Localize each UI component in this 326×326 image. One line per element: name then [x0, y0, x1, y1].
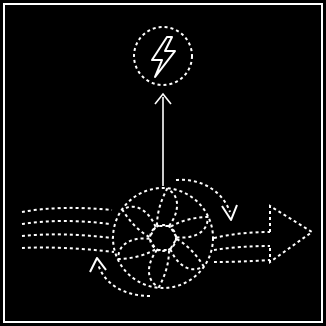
wind-flow-incoming — [22, 208, 114, 252]
lightning-bolt-icon — [134, 27, 192, 85]
power-output-arrow-icon — [155, 94, 171, 186]
turbine-rotor-icon — [113, 188, 213, 288]
wind-flow-arrow-icon — [214, 206, 312, 262]
